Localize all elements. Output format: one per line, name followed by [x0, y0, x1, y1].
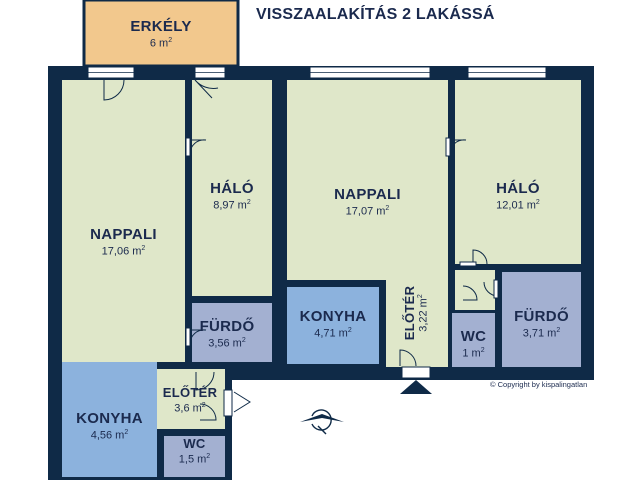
room-area: 1,5 m2	[178, 453, 211, 466]
floor-eloter-right	[386, 280, 448, 367]
room-area: 17,06 m2	[101, 245, 146, 258]
room-name: NAPPALI	[90, 226, 157, 243]
floor-halo-right	[455, 80, 581, 264]
balcony-area	[82, 0, 240, 68]
room-area: 12,01 m2	[496, 199, 540, 212]
room-area: 6 m2	[149, 37, 173, 50]
room-halo-left: HÁLÓ 8,97 m2	[192, 180, 272, 212]
room-area: 4,56 m2	[90, 429, 129, 442]
room-furdo-right: FÜRDŐ 3,71 m2	[502, 308, 581, 340]
plan-title: VISSZAALAKÍTÁS 2 LAKÁSSÁ	[256, 6, 495, 23]
door-swings	[103, 79, 499, 421]
room-name: ELŐTÉR	[162, 385, 218, 400]
floor-eloter-left	[157, 369, 225, 429]
room-area: 17,07 m2	[345, 205, 390, 218]
room-erkely: ERKÉLY 6 m2	[84, 18, 238, 50]
floor-konyha-right	[287, 287, 379, 364]
floor-nappali-left	[62, 80, 185, 362]
room-nappali-left: NAPPALI 17,06 m2	[62, 226, 185, 258]
room-name: FÜRDŐ	[514, 308, 569, 325]
room-area: 3,56 m2	[208, 337, 246, 350]
room-area: 1 m2	[462, 347, 485, 360]
room-eloter-right: ELŐTÉR 3,22 m2	[402, 273, 430, 353]
room-area: 3,22 m2	[417, 294, 430, 332]
room-name: NAPPALI	[334, 186, 401, 203]
compass-icon	[300, 409, 344, 435]
floor-wc-right	[452, 313, 495, 367]
room-konyha-right: KONYHA 4,71 m2	[287, 308, 379, 340]
entrance-arrow	[400, 380, 432, 394]
room-area: 4,71 m2	[314, 327, 352, 340]
room-name: KONYHA	[299, 308, 367, 325]
room-wc-left: WC 1,5 m2	[164, 436, 225, 466]
room-nappali-right: NAPPALI 17,07 m2	[287, 186, 448, 218]
room-konyha-left: KONYHA 4,56 m2	[62, 410, 157, 442]
room-name: HÁLÓ	[496, 180, 540, 197]
floor-halo-left	[192, 80, 272, 296]
room-name: WC	[460, 328, 487, 345]
door-leaves	[185, 137, 499, 347]
room-name: HÁLÓ	[210, 180, 254, 197]
room-area: 8,97 m2	[213, 199, 251, 212]
floor-nappali-right	[287, 80, 448, 280]
room-name: ERKÉLY	[130, 18, 192, 35]
floor-furdo-right	[502, 272, 581, 367]
room-halo-right: HÁLÓ 12,01 m2	[455, 180, 581, 212]
floor-corridor-right	[455, 270, 495, 310]
room-name: FÜRDŐ	[199, 318, 255, 335]
room-area: 3,6 m2	[174, 402, 206, 415]
floor-wc-left	[164, 436, 225, 477]
floor-furdo-left	[192, 303, 272, 362]
room-furdo-left: FÜRDŐ 3,56 m2	[192, 318, 262, 350]
room-name: ELŐTÉR	[402, 285, 418, 341]
room-area: 3,71 m2	[522, 327, 561, 340]
room-name: KONYHA	[76, 410, 143, 427]
floor-konyha-left	[62, 362, 157, 477]
room-wc-right: WC 1 m2	[452, 328, 495, 360]
room-name: WC	[183, 436, 206, 451]
room-eloter-left: ELŐTÉR 3,6 m2	[150, 385, 230, 415]
copyright-text: © Copyright by kispalingatlan	[490, 380, 588, 389]
